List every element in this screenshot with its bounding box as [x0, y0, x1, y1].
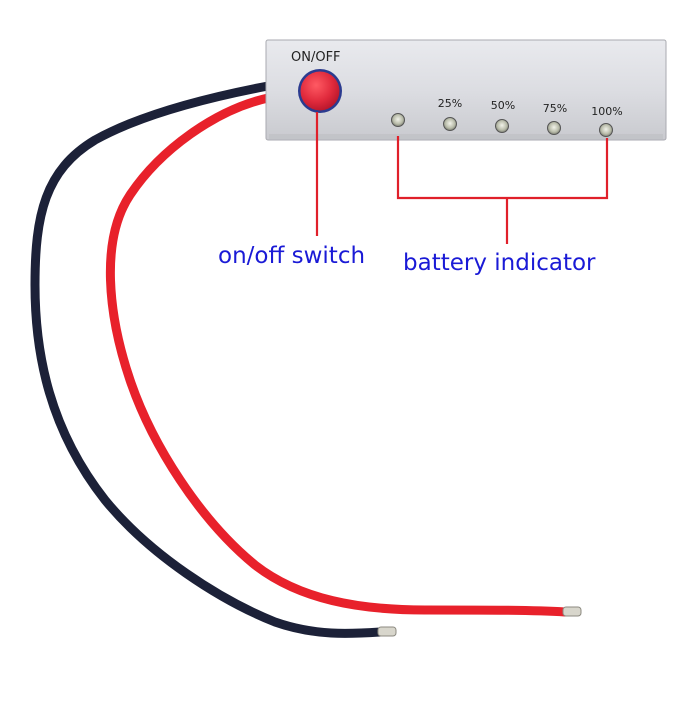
level-label-75: 75%: [542, 102, 568, 115]
red-wire-tip: [562, 606, 582, 617]
level-label-100: 100%: [591, 105, 623, 118]
switch-printed-label: ON/OFF: [291, 50, 341, 65]
level-label-25: 25%: [437, 97, 463, 110]
switch-annotation: on/off switch: [218, 243, 366, 269]
led-100: [599, 123, 613, 137]
led-50: [495, 119, 509, 133]
level-label-50: 50%: [490, 99, 516, 112]
black-wire: [30, 81, 385, 638]
indicator-annotation: battery indicator: [403, 250, 596, 276]
indicator-bracket: [396, 136, 609, 200]
led-25: [443, 117, 457, 131]
red-wire: [105, 93, 570, 617]
black-wire-tip: [377, 626, 397, 637]
led-75: [547, 121, 561, 135]
led-0: [391, 113, 405, 127]
module-panel: [265, 39, 667, 141]
